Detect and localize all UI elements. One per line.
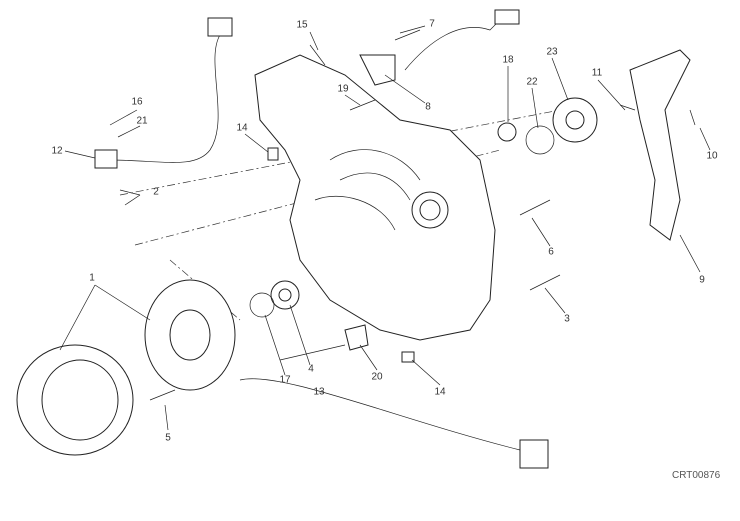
callout-4: 4 [308,363,314,375]
callout-7: 7 [429,18,435,30]
callout-21: 21 [136,115,148,127]
stator-wire [239,378,521,451]
callout-22: 22 [526,76,538,88]
bolts [149,29,696,401]
callout-10: 10 [706,150,718,162]
wire-bracket [629,49,691,241]
callout-6: 6 [548,246,554,258]
callout-17: 17 [279,374,291,386]
callout-3: 3 [564,313,570,325]
callout-13: 13 [313,386,325,398]
dowel [267,147,279,161]
connector [494,9,520,25]
callout-9: 9 [699,274,705,286]
callout-15: 15 [296,19,308,31]
seal [497,122,517,142]
circlip [249,292,275,318]
callout-19: 19 [337,83,349,95]
callout-16: 16 [131,96,143,108]
callout-1: 1 [89,272,95,284]
stator-connector [519,439,549,469]
callout-18: 18 [502,54,514,66]
connector [207,17,233,37]
generator-cover [254,54,496,341]
clip [344,324,369,351]
pickup-sensor [94,149,118,169]
drawing-code: CRT00876 [672,470,721,481]
callout-11: 11 [591,67,603,79]
callout-5: 5 [165,432,171,444]
callout-12: 12 [51,145,63,157]
callout-14-dowel: 14 [434,386,446,398]
o-ring [525,125,555,155]
callout-2: 2 [153,186,159,198]
wire [404,19,501,71]
callout-14: 14 [236,122,248,134]
callout-8: 8 [425,101,431,113]
callout-20: 20 [371,371,383,383]
callout-23: 23 [546,46,558,58]
grommet [359,54,396,86]
sensor-wire [109,34,221,163]
dowel [401,351,415,363]
